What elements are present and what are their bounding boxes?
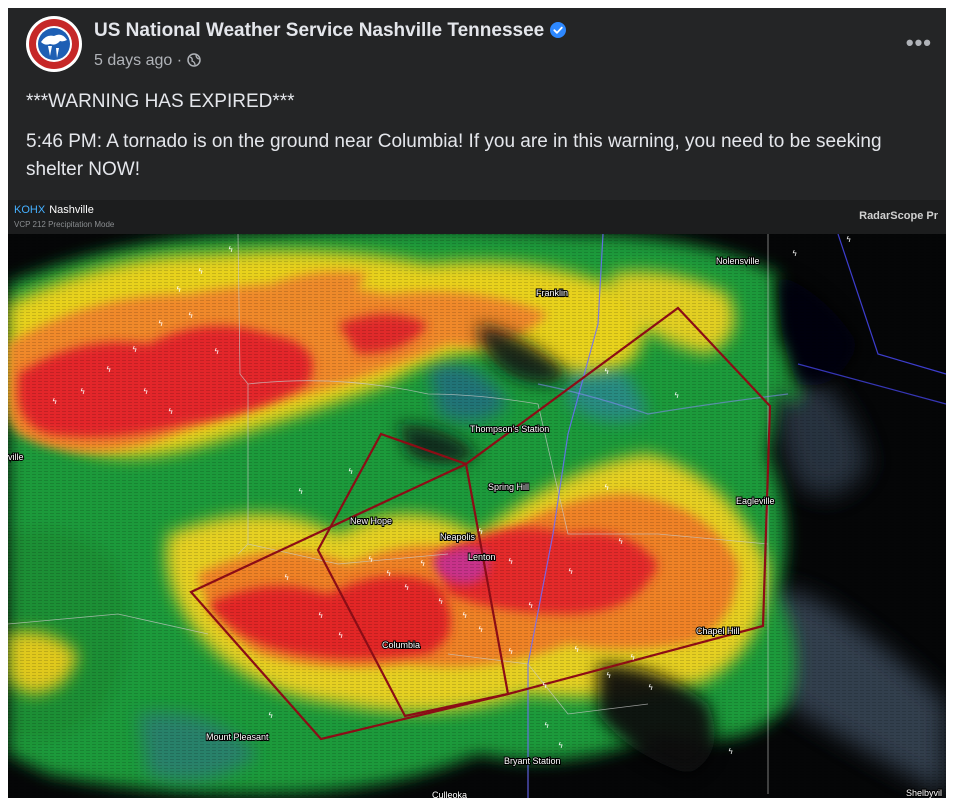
svg-text:ϟ: ϟ [368,555,373,564]
svg-text:ϟ: ϟ [462,611,467,620]
highways [527,234,946,798]
svg-text:ϟ: ϟ [630,653,635,662]
svg-text:ϟ: ϟ [438,597,443,606]
city-labels: Nolensville Franklin Thompson's Station … [8,255,943,798]
city-label: Franklin [536,288,568,298]
post-timestamp[interactable]: 5 days ago [94,52,173,69]
svg-text:ϟ: ϟ [338,631,343,640]
station-name: Nashville [49,204,94,216]
svg-text:ϟ: ϟ [508,557,513,566]
city-label: New Hope [350,516,392,526]
city-label: Lenton [468,552,496,562]
lightning-markers: ϟϟϟ ϟϟϟ ϟϟϟ ϟϟϟ ϟϟϟ ϟϟϟ ϟϟϟ ϟϟϟ ϟϟϟ ϟϟϟ … [52,235,851,756]
svg-text:ϟ: ϟ [544,721,549,730]
warning-polygon-large [189,306,772,741]
station-code: KOHX [14,204,46,216]
svg-text:ϟ: ϟ [228,245,233,254]
city-label: Mount Pleasant [206,732,269,742]
svg-text:ϟ: ϟ [298,487,303,496]
city-label: Culleoka [432,790,467,798]
svg-text:ϟ: ϟ [268,711,273,720]
meta-separator: · [176,52,183,69]
svg-text:ϟ: ϟ [604,367,609,376]
warning-polygon-small [316,432,510,718]
svg-text:ϟ: ϟ [528,601,533,610]
city-label: Shelbyvil [906,788,942,798]
svg-text:ϟ: ϟ [568,567,573,576]
post-text: ***WARNING HAS EXPIRED*** 5:46 PM: A tor… [26,88,926,196]
svg-text:ϟ: ϟ [846,235,851,244]
svg-text:ϟ: ϟ [168,407,173,416]
svg-text:ϟ: ϟ [478,527,483,536]
radar-map: ϟϟϟ ϟϟϟ ϟϟϟ ϟϟϟ ϟϟϟ ϟϟϟ ϟϟϟ ϟϟϟ ϟϟϟ ϟϟϟ … [8,234,946,798]
city-label: Bryant Station [504,756,561,766]
svg-text:ϟ: ϟ [143,387,148,396]
svg-text:ϟ: ϟ [606,671,611,680]
svg-text:ϟ: ϟ [80,387,85,396]
svg-text:ϟ: ϟ [188,311,193,320]
city-label: Thompson's Station [470,424,549,434]
radarscope-watermark: RadarScope Pr [859,210,938,222]
svg-text:ϟ: ϟ [604,483,609,492]
svg-text:ϟ: ϟ [284,573,289,582]
city-label: Spring Hill [488,482,529,492]
city-label: ville [8,452,24,462]
city-label: Neapolis [440,532,476,542]
reflectivity-layer [8,234,946,798]
svg-text:ϟ: ϟ [792,249,797,258]
nws-logo-icon [27,17,81,71]
page-name-text[interactable]: US National Weather Service Nashville Te… [94,20,545,41]
post-header: US National Weather Service Nashville Te… [8,8,946,82]
verified-badge-icon [550,22,567,38]
svg-text:ϟ: ϟ [674,391,679,400]
svg-text:ϟ: ϟ [52,397,57,406]
svg-text:ϟ: ϟ [198,267,203,276]
svg-text:ϟ: ϟ [542,681,547,690]
svg-text:ϟ: ϟ [648,683,653,692]
svg-text:ϟ: ϟ [574,645,579,654]
svg-text:ϟ: ϟ [106,365,111,374]
page-name[interactable]: US National Weather Service Nashville Te… [94,20,567,42]
svg-text:ϟ: ϟ [132,345,137,354]
tornado-warning-polygons [189,306,772,741]
svg-text:ϟ: ϟ [176,285,181,294]
facebook-post: US National Weather Service Nashville Te… [8,8,946,798]
svg-text:ϟ: ϟ [478,625,483,634]
svg-text:ϟ: ϟ [348,467,353,476]
city-label: Eagleville [736,496,775,506]
svg-text:ϟ: ϟ [508,647,513,656]
post-meta: 5 days ago · [94,52,201,70]
post-paragraph-2: 5:46 PM: A tornado is on the ground near… [26,131,882,180]
city-label: Columbia [382,640,420,650]
more-options-button[interactable]: ••• [905,30,932,55]
radar-mode: VCP 212 Precipitation Mode [14,220,115,229]
svg-text:ϟ: ϟ [404,583,409,592]
svg-text:ϟ: ϟ [386,569,391,578]
svg-text:ϟ: ϟ [318,611,323,620]
svg-text:ϟ: ϟ [214,347,219,356]
svg-text:ϟ: ϟ [158,319,163,328]
city-label: Nolensville [716,256,760,266]
svg-text:ϟ: ϟ [618,537,623,546]
post-paragraph-1: ***WARNING HAS EXPIRED*** [26,91,295,112]
globe-icon [186,53,201,67]
svg-text:ϟ: ϟ [558,741,563,750]
page-avatar[interactable] [26,16,82,72]
svg-text:ϟ: ϟ [420,559,425,568]
svg-text:ϟ: ϟ [728,747,733,756]
city-label: Chapel Hill [696,626,740,636]
